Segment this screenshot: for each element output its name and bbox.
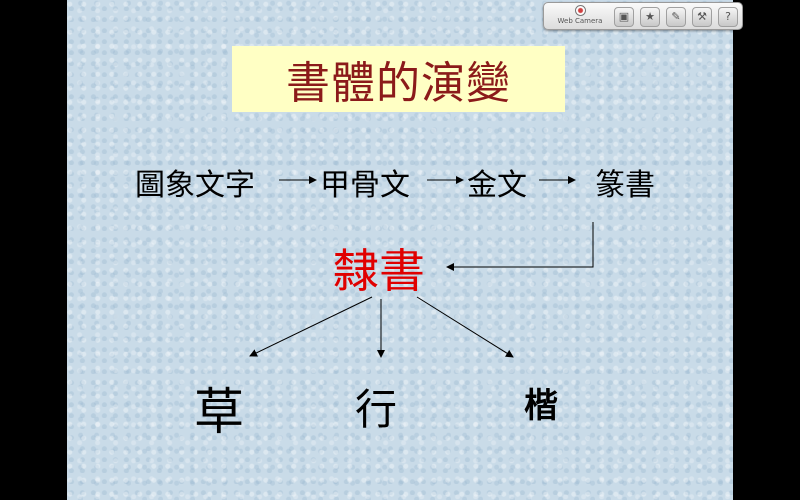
star-icon: ★ (645, 10, 655, 23)
node-cursive: 草 (194, 383, 244, 441)
arrow-clerical-to-regular (416, 296, 514, 358)
presentation-icon: ▣ (618, 10, 630, 23)
help-button[interactable]: ? (718, 7, 738, 27)
floating-toolbar: Web Camera ▣ ★ ✎ ⚒ ? (543, 2, 743, 30)
node-bronze: 金文 (467, 168, 527, 203)
help-icon: ? (725, 10, 731, 23)
arrows-layer (249, 176, 594, 358)
arrow-clerical-to-cursive (249, 296, 373, 357)
edit-button[interactable]: ✎ (666, 7, 686, 27)
settings-button[interactable]: ⚒ (692, 7, 712, 27)
slide: 書體的演變 圖象文字 甲骨文 金文 篆書 隸書 草 行 楷 (67, 0, 733, 500)
node-clerical: 隸書 (333, 244, 425, 298)
arrow-seal-to-clerical (446, 222, 594, 271)
title-box: 書體的演變 (232, 46, 565, 112)
node-oracle-bone: 甲骨文 (320, 168, 410, 203)
slide-title: 書體的演變 (286, 58, 511, 109)
node-seal: 篆書 (595, 168, 655, 203)
node-pictograph: 圖象文字 (135, 168, 255, 203)
favorite-button[interactable]: ★ (640, 7, 660, 27)
node-regular: 楷 (524, 386, 558, 426)
edit-icon: ✎ (671, 10, 681, 23)
node-running: 行 (355, 385, 398, 434)
wrench-icon: ⚒ (697, 10, 707, 23)
web-camera-label: Web Camera (557, 17, 603, 25)
camera-icon (574, 5, 586, 16)
web-camera-button[interactable]: Web Camera (552, 5, 608, 27)
presentation-button[interactable]: ▣ (614, 7, 634, 27)
